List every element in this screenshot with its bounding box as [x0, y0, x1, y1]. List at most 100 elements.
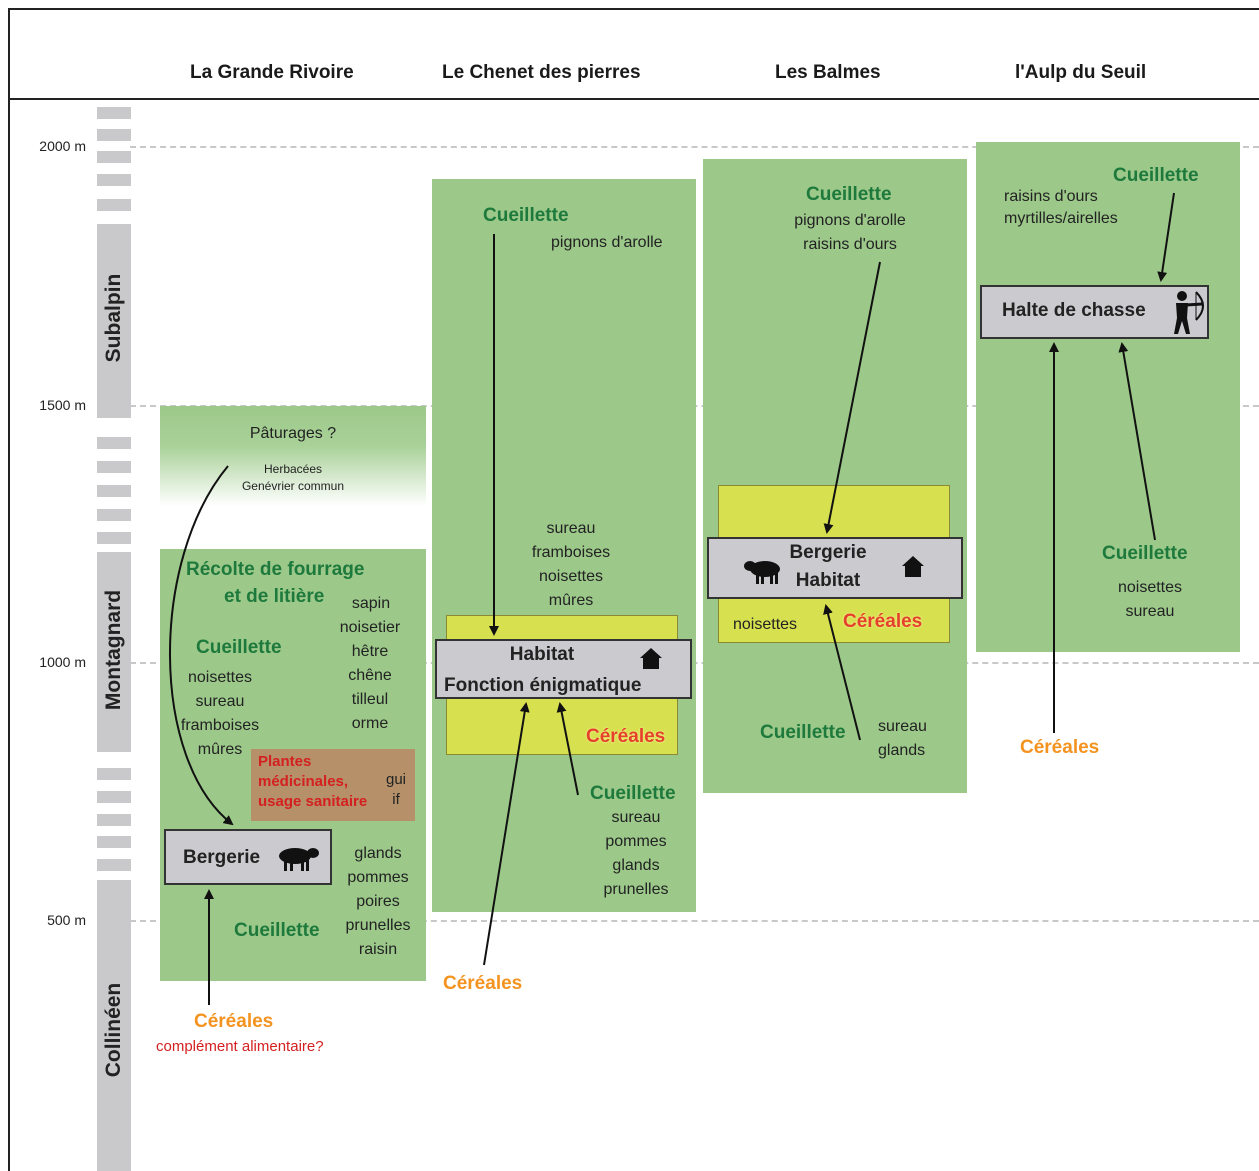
list-item: prunelles [345, 917, 411, 934]
altitude-bar-segment [97, 814, 131, 826]
altitude-bar-segment [97, 129, 131, 141]
list-item: hêtre [351, 643, 389, 660]
list-item: sureau [546, 520, 596, 537]
list-item: glands [354, 845, 402, 862]
cueillette-label: Cueillette [483, 205, 569, 226]
arrow-cereales-to-habitat [483, 702, 530, 966]
cueillette-label: Cueillette [234, 920, 320, 941]
altitude-bar-segment [97, 174, 131, 186]
list-item: sureau [878, 718, 927, 735]
cereales-label: Céréales [1020, 737, 1100, 758]
noisettes-label: noisettes [733, 616, 798, 633]
list-item: mûres [548, 592, 594, 609]
arrow-aulp-cueillette-to-halte [1157, 192, 1175, 282]
complement-label: complément alimentaire? [156, 1038, 324, 1055]
list-item: raisins d'ours [1004, 188, 1098, 205]
altitude-bar-segment [97, 107, 131, 119]
arrow-cueillette-bottom-to-habitat [556, 702, 579, 796]
altitude-bar-segment [97, 836, 131, 848]
cueillette-label: Cueillette [1113, 165, 1199, 186]
cereales-label: Céréales [586, 726, 666, 747]
list-item: tilleul [351, 691, 389, 708]
site-header-aulp: l'Aulp du Seuil [1015, 62, 1147, 83]
genevrier-label: Genévrier commun [241, 479, 345, 493]
list-item: chêne [348, 667, 392, 684]
list-item: poires [356, 893, 400, 910]
list-item: noisettes [187, 669, 253, 686]
cueillette-label: Cueillette [1102, 543, 1188, 564]
altitude-label-1000: 1000 m [39, 654, 86, 670]
archer-icon [1174, 291, 1204, 334]
habitat-label: Habitat [795, 570, 861, 591]
gridline-2000 [130, 146, 1259, 148]
aulp-zone [976, 142, 1240, 652]
arrow-balmes-cueillette-to-bergerie [823, 261, 881, 534]
list-item: pommes [605, 833, 667, 850]
list-item: noisettes [1117, 579, 1183, 596]
cueillette-label: Cueillette [806, 184, 892, 205]
diagram-frame [8, 8, 1259, 1171]
recolte-label-line1: Récolte de fourrage [186, 559, 365, 580]
cueillette-list: noisettes sureau framboises mûres [170, 666, 270, 762]
list-item: sureau [611, 809, 661, 826]
list-item: raisins d'ours [803, 236, 897, 253]
bergerie-label: Bergerie [789, 542, 867, 563]
plantes-medicinales-label: Plantes médicinales, usage sanitaire [258, 753, 368, 810]
altitude-bar-subalpin [97, 224, 131, 418]
altitude-bar-segment [97, 485, 131, 497]
header-divider [8, 98, 1259, 100]
sheep-icon [744, 561, 780, 584]
cereales-label: Céréales [843, 611, 923, 632]
balmes-top-list: pignons d'arolle raisins d'ours [770, 209, 930, 257]
site-header-grande-rivoire: La Grande Rivoire [190, 62, 354, 83]
list-item: glands [878, 742, 926, 759]
house-icon [640, 648, 662, 669]
list-item: noisettes [538, 568, 604, 585]
habitat-label: Habitat [509, 644, 575, 665]
recolte-label-line2: et de litière [224, 586, 325, 607]
list-item: pommes [347, 869, 409, 886]
cereales-label: Céréales [443, 973, 523, 994]
altitude-bar-segment [97, 437, 131, 449]
cueillette-label: Cueillette [760, 722, 846, 743]
arrow-aulp-mid-to-halte [1118, 342, 1156, 541]
trees-list-rest: noisetier hêtre chêne tilleul orme [330, 616, 410, 736]
balmes-zone [703, 159, 967, 793]
altitude-label-500: 500 m [47, 912, 86, 928]
list-item: mûres [197, 741, 243, 758]
altitude-bar-segment [97, 509, 131, 521]
cueillette-label: Cueillette [196, 637, 282, 658]
list-item: orme [351, 715, 389, 732]
list-item: prunelles [603, 881, 669, 898]
cueillette-label: Cueillette [590, 783, 676, 804]
list-item: gui [385, 771, 407, 788]
list-item: if [392, 791, 400, 808]
list-item: glands [612, 857, 660, 874]
fonction-label: Fonction énigmatique [444, 675, 642, 696]
house-icon [902, 556, 924, 577]
site-header-balmes: Les Balmes [775, 62, 881, 83]
altitude-bar-segment [97, 461, 131, 473]
altitude-bar-collineen [97, 880, 131, 1171]
list-item: raisin [358, 941, 398, 958]
halte-label: Halte de chasse [1002, 300, 1146, 321]
bergerie-label: Bergerie [183, 847, 261, 868]
cereales-label: Céréales [194, 1011, 274, 1032]
gridline-500 [130, 920, 1259, 922]
altitude-bar-segment [97, 199, 131, 211]
list-item: myrtilles/airelles [1004, 210, 1118, 227]
pignons-label: pignons d'arolle [551, 234, 663, 251]
altitude-bar-montagnard [97, 552, 131, 752]
chenet-zone [432, 179, 696, 912]
list-item: framboises [180, 717, 260, 734]
arrow-balmes-bottom-to-bergerie [823, 604, 861, 741]
list-item: framboises [531, 544, 611, 561]
bottom-list: glands pommes poires prunelles raisin [336, 842, 420, 962]
altitude-label-1500: 1500 m [39, 397, 86, 413]
chenet-bottom-list: sureau pommes glands prunelles [588, 806, 684, 902]
list-item: sureau [1125, 603, 1175, 620]
plantes-medicinales-box [251, 749, 415, 821]
halte-de-chasse-box [980, 285, 1209, 339]
grande-rivoire-pasture-zone [160, 406, 426, 506]
